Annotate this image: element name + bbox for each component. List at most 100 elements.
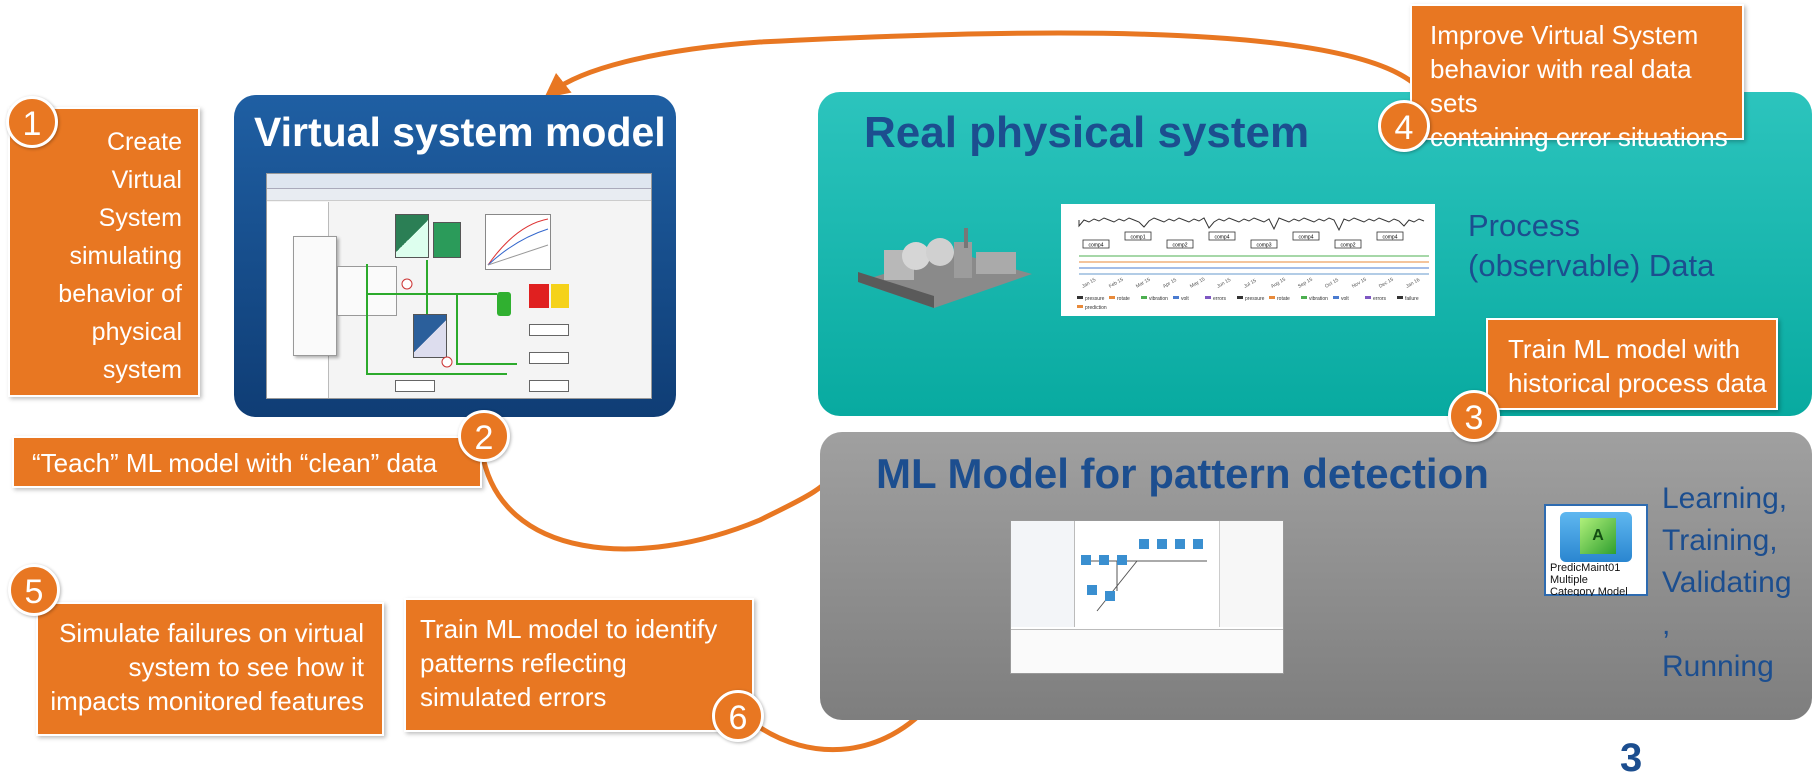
display-box-1 [529,324,569,336]
legend-label: rotate [1277,296,1290,302]
x-tick-label: Oct 15 [1324,277,1340,290]
x-tick-label: Aug 15 [1270,277,1287,290]
ml-panel-title: ML Model for pattern detection [876,450,1489,497]
display-box-2 [529,352,569,364]
legend-swatch [1077,296,1083,299]
component-box [1166,239,1194,249]
legend-label: pressure [1085,296,1105,302]
series-line-top [1078,217,1425,232]
x-tick-label: Mar 15 [1135,277,1152,290]
component-label: comp4 [1214,235,1229,241]
step2-box: “Teach” ML model with “clean” data [12,436,482,488]
component-box [1334,239,1362,249]
pipes [366,260,517,375]
x-tick-label: Sep 15 [1297,277,1314,290]
legend-label: prediction [1085,305,1107,311]
step3-badge: 3 [1448,390,1500,442]
process-data-chart: comp4 comp1 comp2 comp4 comp3 comp4 comp2 comp4… [1061,204,1435,316]
component-box [1082,239,1110,249]
x-tick-label: Jun 15 [1216,277,1232,290]
virtual-system-panel: Virtual system model [234,95,676,417]
component-box [1292,231,1320,241]
x-tick-label: May 15 [1189,276,1206,290]
legend-label: errors [1373,296,1387,302]
display-box-4 [395,380,435,392]
tank-2 [433,222,461,258]
tank-3 [413,314,447,358]
x-tick-label: Nov 15 [1351,277,1368,290]
workflow-nodes [1081,539,1207,612]
ml-side-label: Learning, Training, Validating , Running [1662,482,1792,683]
component-box [1124,231,1152,241]
display-box-3 [529,380,569,392]
arrow-step2-to-ml [479,451,844,552]
component-label: comp2 [1172,243,1187,249]
green-valve [497,292,511,316]
context-menu [293,236,337,356]
step6-badge: 6 [712,690,764,742]
legend-swatch [1301,296,1307,299]
x-tick-label: Jan 16 [1405,277,1421,290]
component-box [1376,231,1404,241]
tank-1 [395,214,429,258]
yellow-indicator [551,284,569,308]
component-label: comp3 [1256,243,1271,249]
component-label: comp4 [1088,243,1103,249]
component-box [1208,231,1236,241]
legend-label: vibration [1149,296,1168,302]
legend-label: failure [1405,296,1419,302]
step1-badge: 1 [6,96,58,148]
console-pane [1011,629,1283,673]
legend-swatch [1333,296,1339,299]
sim-toolbar [267,189,651,201]
step5-badge: 5 [8,564,60,616]
factory-icon [858,228,1032,308]
repo-tree [1011,521,1075,627]
page-number: 3 [1620,736,1643,780]
legend-swatch [1397,296,1403,299]
legend-swatch [1269,296,1275,299]
arrow-step4-to-virtual [544,30,1414,99]
legend-swatch [1173,296,1179,299]
plot-curves [487,218,549,266]
node-cube-green: A [1580,518,1616,554]
real-side-label: Process (observable) Data [1468,208,1715,283]
legend-swatch [1141,296,1147,299]
real-panel-title: Real physical system [864,108,1310,157]
component-label: comp2 [1340,243,1355,249]
legend-swatch [1365,296,1371,299]
simulation-software-screenshot [266,173,652,399]
component-box [1250,239,1278,249]
legend-swatch [1237,296,1243,299]
step2-badge: 2 [458,410,510,462]
legend-swatch [1109,296,1115,299]
component-label: comp4 [1382,235,1397,241]
process-chart-svg: comp4 comp1 comp2 comp4 comp3 comp4 comp2 comp4… [1077,217,1429,311]
component-label: comp1 [1130,235,1145,241]
legend-label: volt [1341,296,1349,302]
workflow-canvas [1077,521,1217,627]
x-tick-label: Dec 15 [1378,277,1395,290]
window-titlebar [267,174,651,189]
industrial-plant-image [854,222,1036,310]
component-label: comp4 [1298,235,1313,241]
legend-label: rotate [1117,296,1130,302]
legend-label: errors [1213,296,1227,302]
description-pane [1219,521,1283,627]
x-tick-label: Jan 15 [1081,277,1097,290]
legend-swatch [1077,305,1083,308]
legend-label: volt [1181,296,1189,302]
step4-badge: 4 [1378,100,1430,152]
ml-workflow-screenshot [1010,520,1284,674]
red-indicator [529,284,549,308]
node-cube-icon: A [1560,512,1632,562]
knime-node-icon: A PredicMaint01 Multiple Category Model [1544,504,1648,596]
x-tick-label: Jul 15 [1243,278,1258,290]
legend-swatch [1205,296,1211,299]
x-tick-label: Feb 15 [1108,277,1125,290]
x-tick-label: Apr 15 [1162,277,1178,290]
